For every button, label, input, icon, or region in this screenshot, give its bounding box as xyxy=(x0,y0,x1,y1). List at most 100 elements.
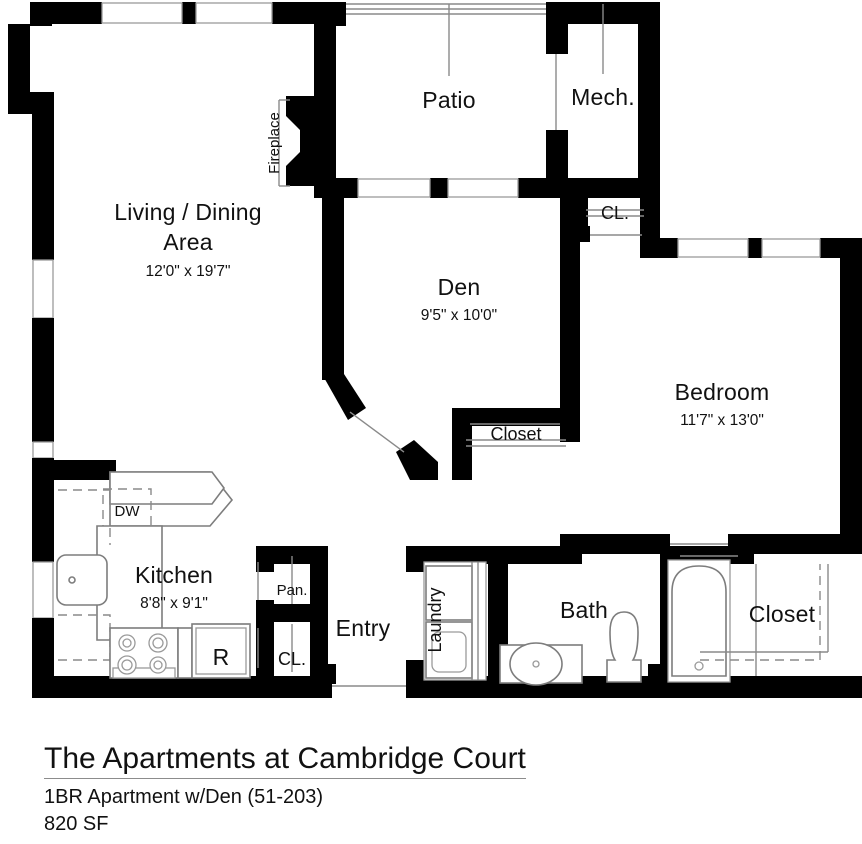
wall-left-kitchen-a xyxy=(32,466,54,562)
kitchen-upper-cab-dash-a xyxy=(58,489,111,545)
kitchen-upper-cabinet xyxy=(109,471,225,505)
den-door-opening xyxy=(349,411,405,453)
burner-1-inner xyxy=(122,638,132,648)
window-left-1 xyxy=(32,259,54,319)
kitchen-upper-cab-dash-b xyxy=(58,614,111,668)
wall-pantry-bottom xyxy=(256,604,328,622)
wall-bottom-b xyxy=(406,676,660,698)
wall-top-living-b xyxy=(272,2,340,24)
room-label-bath: Bath xyxy=(560,597,608,623)
appliance-label-dishwasher: DW xyxy=(115,503,141,520)
fixture-group xyxy=(56,4,829,686)
window-bed-top-2 xyxy=(761,238,821,258)
wall-living-kitchen-divider xyxy=(54,460,116,480)
room-label-entry: Entry xyxy=(336,615,391,641)
wall-den-right-jamb xyxy=(560,416,580,442)
wall-bed-bottom-a xyxy=(560,534,670,554)
wall-laundry-left-b xyxy=(406,660,424,684)
feature-label-fireplace: Fireplace xyxy=(266,112,283,174)
wall-left-a xyxy=(32,112,54,260)
kitchen-sink xyxy=(56,554,108,606)
refrigerator-door xyxy=(195,627,247,675)
closet-label-cl-entry: CL. xyxy=(278,649,306,669)
wall-bed-bottom-b xyxy=(728,534,862,554)
window-left-2 xyxy=(32,441,54,459)
wall-cl-upper-right xyxy=(640,178,660,240)
wall-pantry-right xyxy=(310,546,328,622)
room-label-living-dining: Living / Dining xyxy=(114,199,261,225)
tub-drain xyxy=(694,661,704,671)
room-dim-den: 9'5" x 10'0" xyxy=(421,307,497,324)
room-dim-bedroom: 11'7" x 13'0" xyxy=(680,412,764,429)
wall-bed-top-mullion xyxy=(748,238,762,258)
wall-left-jog-upper xyxy=(8,24,30,92)
window-bed-top-1 xyxy=(677,238,749,258)
room-label-mech: Mech. xyxy=(571,84,635,110)
wall-laundry-top xyxy=(406,546,506,564)
wall-cl-entry-left xyxy=(256,622,274,678)
wall-bed-top-a xyxy=(640,238,678,258)
wall-den-right xyxy=(560,198,580,424)
wall-bed-right xyxy=(840,238,862,554)
wall-closet-bed-left xyxy=(738,546,754,564)
wall-cl-entry-right xyxy=(310,622,328,666)
burner-3-inner xyxy=(121,659,133,671)
room-label-kitchen: Kitchen xyxy=(135,562,213,588)
patio-door-2 xyxy=(447,178,519,198)
burner-4-inner xyxy=(153,660,163,670)
bathtub xyxy=(671,565,727,677)
wall-bottom-a xyxy=(32,676,332,698)
kitchen-counter-gap xyxy=(177,627,193,679)
wall-den-left xyxy=(322,186,344,380)
wall-top-living-mullion xyxy=(182,2,196,24)
room-label-patio: Patio xyxy=(422,87,475,113)
wall-den-angle-lower xyxy=(396,440,438,480)
bath-sink-drain xyxy=(532,660,540,668)
caption-title: The Apartments at Cambridge Court xyxy=(44,742,526,779)
wall-pantry-left-a xyxy=(256,546,274,572)
wall-left-c xyxy=(32,458,54,466)
closet-label-closet-bed: Closet xyxy=(749,601,816,627)
wall-living-right-upper xyxy=(314,24,336,98)
wall-closet-den-top xyxy=(452,408,562,426)
wall-cl-entry-jamb xyxy=(310,664,336,684)
wall-bath-top-a xyxy=(508,546,582,564)
wall-patio-bottom-mullion xyxy=(430,178,448,198)
wall-left-kitchen-b xyxy=(32,618,54,694)
room-dim-kitchen: 8'8" x 9'1" xyxy=(140,595,208,612)
caption-subtitle: 1BR Apartment w/Den (51-203) xyxy=(44,786,324,808)
wall-patio-left-cap xyxy=(336,2,346,26)
window-kitchen-left xyxy=(32,561,54,619)
wall-mech-right xyxy=(638,2,660,180)
label-group: Living / Dining Area 12'0" x 19'7" Patio… xyxy=(114,84,815,670)
wall-den-angle-upper xyxy=(322,374,366,420)
caption-block: The Apartments at Cambridge Court 1BR Ap… xyxy=(44,742,834,837)
closet-label-pantry: Pan. xyxy=(277,582,308,599)
window-living-top-1 xyxy=(101,2,183,24)
closet-label-closet-den: Closet xyxy=(490,424,541,444)
range-front-rail xyxy=(112,667,176,679)
feature-label-laundry: Laundry xyxy=(425,587,445,652)
washer-drum xyxy=(431,631,467,673)
room-label-den: Den xyxy=(438,274,481,300)
burner-2-inner xyxy=(152,637,164,649)
window-living-top-2 xyxy=(195,2,273,24)
wall-cl-upper-top xyxy=(568,178,660,198)
fireplace-flue xyxy=(300,96,336,186)
wall-left-b xyxy=(32,318,54,442)
room-label-living-dining-2: Area xyxy=(163,229,212,255)
wall-laundry-left-a xyxy=(406,546,424,572)
room-label-bedroom: Bedroom xyxy=(675,379,770,405)
toilet xyxy=(606,611,642,683)
caption-area: 820 SF xyxy=(44,813,109,835)
wall-left-corner-top xyxy=(30,2,52,26)
kitchen-sink-drain xyxy=(68,576,76,584)
wall-mech-left-b xyxy=(546,130,568,180)
closet-bed-shelf-dash xyxy=(700,564,821,661)
wall-left-jog-horiz xyxy=(8,92,54,114)
patio-door-1 xyxy=(357,178,431,198)
room-dim-living-dining: 12'0" x 19'7" xyxy=(145,263,230,280)
appliance-label-refrigerator: R xyxy=(213,644,230,670)
